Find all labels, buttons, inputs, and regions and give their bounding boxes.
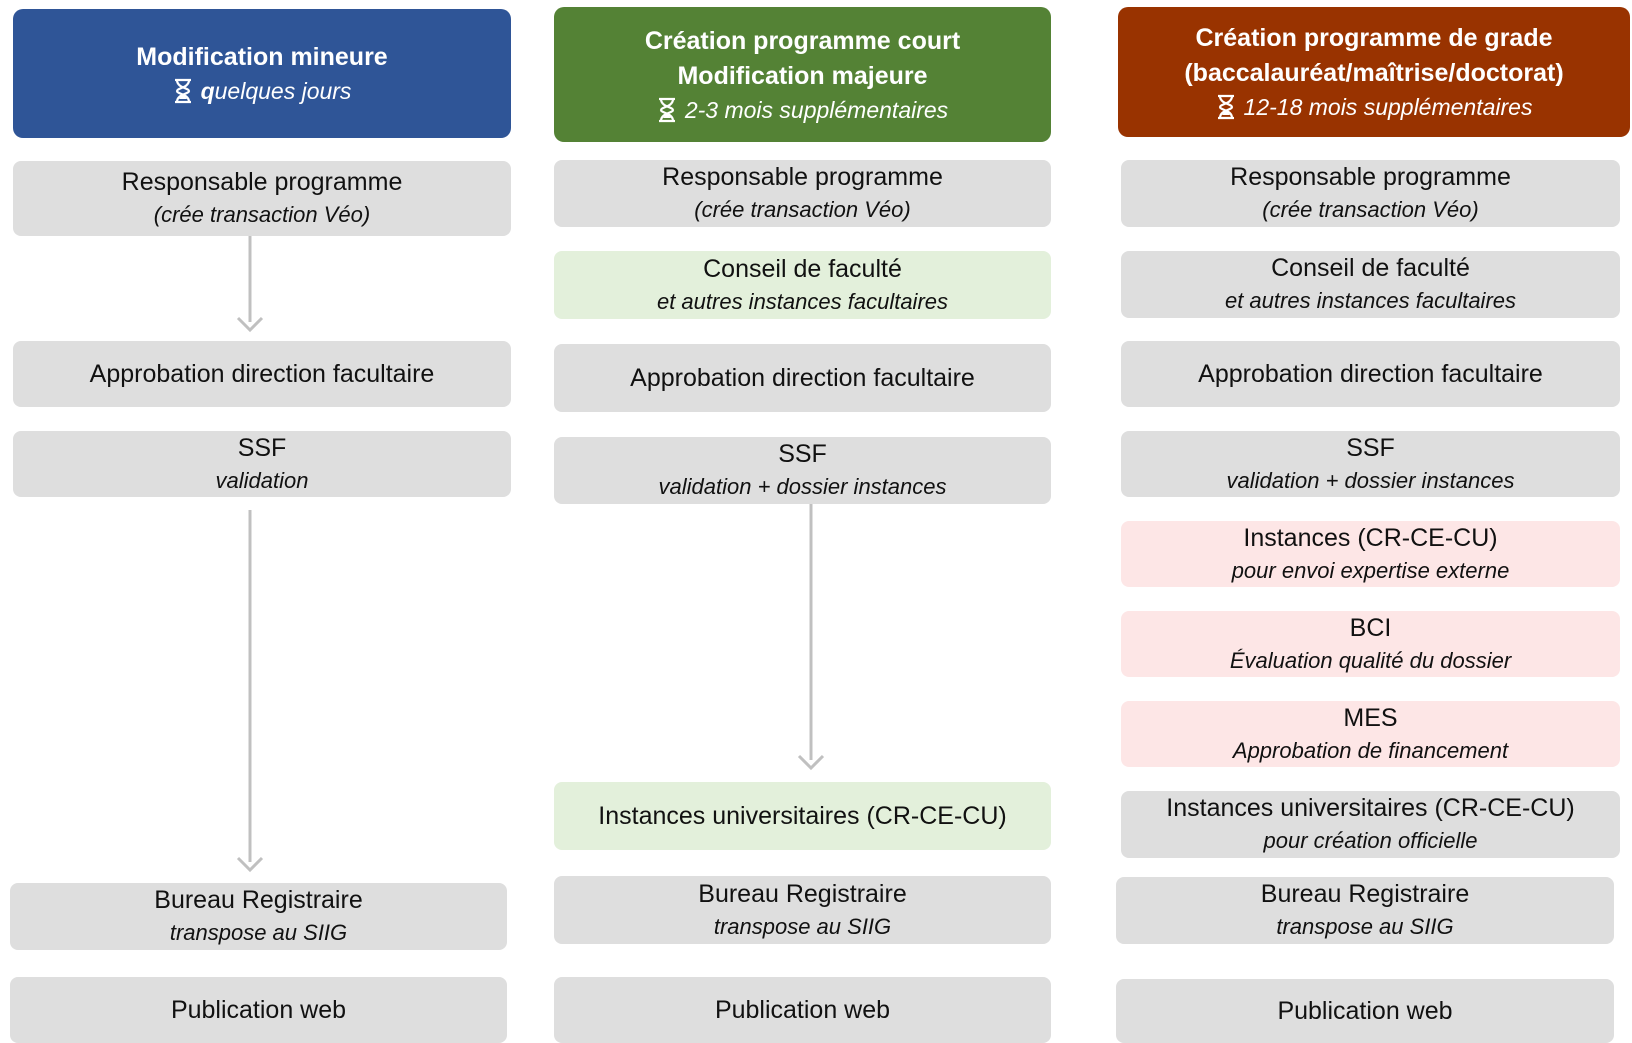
step-title: Bureau Registraire (1260, 880, 1470, 908)
header-title-line1: Création programme court (644, 26, 961, 55)
step-approbation-direction: Approbation direction facultaire (554, 344, 1051, 412)
step-title: Conseil de faculté (1271, 254, 1470, 282)
step-responsable-programme: Responsable programme (crée transaction … (13, 161, 511, 236)
step-instances-expertise: Instances (CR-CE-CU) pour envoi expertis… (1121, 521, 1620, 587)
step-title: Instances universitaires (CR-CE-CU) (1166, 794, 1575, 822)
step-subtitle: validation + dossier instances (658, 474, 947, 499)
step-title: Responsable programme (1230, 163, 1511, 191)
duration-text: 2-3 mois supplémentaires (684, 96, 949, 123)
step-subtitle: transpose au SIIG (713, 913, 892, 939)
step-title: Approbation direction facultaire (630, 363, 975, 392)
arrow-col1-top-head (236, 316, 264, 333)
header-title-line1: Création programme de grade (1195, 24, 1553, 52)
header-duration: 12-18 mois supplémentaires (1216, 91, 1533, 123)
step-title: Bureau Registraire (698, 879, 907, 908)
step-title: Responsable programme (662, 163, 943, 191)
header-creation-programme-court: Création programme court Modification ma… (554, 7, 1051, 142)
step-title: Bureau Registraire (154, 886, 363, 914)
step-ssf: SSF validation (13, 431, 511, 497)
step-conseil-faculte: Conseil de faculté et autres instances f… (1121, 251, 1620, 318)
step-subtitle: Approbation de financement (1232, 737, 1509, 763)
step-title: Publication web (170, 995, 347, 1024)
step-title: Approbation direction facultaire (89, 359, 435, 388)
step-bureau-registraire: Bureau Registraire transpose au SIIG (10, 883, 507, 950)
header-title: Modification mineure (136, 43, 388, 71)
step-bci: BCI Évaluation qualité du dossier (1121, 611, 1620, 677)
step-responsable-programme: Responsable programme (crée transaction … (554, 160, 1051, 227)
step-publication-web: Publication web (1116, 979, 1614, 1043)
step-ssf: SSF validation + dossier instances (554, 437, 1051, 504)
step-subtitle: validation (215, 467, 309, 493)
step-title: Conseil de faculté (703, 254, 902, 283)
arrow-col1-bottom-head (236, 856, 264, 873)
step-title: SSF (237, 433, 287, 462)
duration-bold: q (200, 78, 215, 104)
step-title: Publication web (714, 995, 891, 1024)
step-ssf: SSF validation + dossier instances (1121, 431, 1620, 497)
step-title: Publication web (1277, 996, 1453, 1025)
header-title-line2: Modification majeure (677, 61, 928, 90)
step-subtitle: validation + dossier instances (1226, 467, 1515, 493)
step-title: BCI (1349, 613, 1392, 642)
step-publication-web: Publication web (10, 977, 507, 1043)
header-modification-mineure: Modification mineure quelques jours (13, 9, 511, 138)
step-subtitle: (crée transaction Véo) (1262, 197, 1479, 222)
step-subtitle: et autres instances facultaires (1224, 288, 1517, 313)
step-publication-web: Publication web (554, 977, 1051, 1043)
hourglass-icon (1216, 94, 1236, 120)
step-mes: MES Approbation de financement (1121, 701, 1620, 767)
step-title: Responsable programme (121, 168, 403, 196)
step-subtitle: pour envoi expertise externe (1231, 557, 1510, 583)
header-duration: quelques jours (173, 75, 352, 107)
step-subtitle: Évaluation qualité du dossier (1229, 647, 1512, 673)
step-instances-universitaires: Instances universitaires (CR-CE-CU) pour… (1121, 791, 1620, 858)
step-subtitle: et autres instances facultaires (656, 288, 949, 314)
step-approbation-direction: Approbation direction facultaire (1121, 341, 1620, 407)
hourglass-icon (657, 97, 677, 123)
step-title: Instances (CR-CE-CU) (1243, 523, 1498, 552)
step-responsable-programme: Responsable programme (crée transaction … (1121, 160, 1620, 227)
step-title: MES (1343, 703, 1398, 732)
step-title: SSF (1346, 433, 1395, 462)
step-subtitle: (crée transaction Véo) (694, 197, 911, 222)
step-title: Approbation direction facultaire (1198, 359, 1543, 388)
step-subtitle: transpose au SIIG (169, 920, 348, 945)
header-creation-programme-grade: Création programme de grade (baccalauréa… (1118, 7, 1630, 137)
header-title-line2: (baccalauréat/maîtrise/doctorat) (1184, 59, 1564, 87)
duration-text: 12-18 mois supplémentaires (1243, 94, 1533, 120)
step-bureau-registraire: Bureau Registraire transpose au SIIG (554, 876, 1051, 944)
header-duration: 2-3 mois supplémentaires (657, 94, 948, 126)
arrow-col2-head (797, 754, 825, 771)
hourglass-icon (173, 78, 193, 104)
step-bureau-registraire: Bureau Registraire transpose au SIIG (1116, 877, 1614, 944)
step-subtitle: pour création officielle (1263, 828, 1478, 853)
step-instances-universitaires: Instances universitaires (CR-CE-CU) (554, 782, 1051, 850)
step-subtitle: transpose au SIIG (1276, 914, 1454, 939)
step-title: Instances universitaires (CR-CE-CU) (598, 801, 1007, 830)
step-subtitle: (crée transaction Véo) (153, 202, 371, 227)
step-conseil-faculte: Conseil de faculté et autres instances f… (554, 251, 1051, 319)
duration-rest: uelques jours (214, 78, 352, 104)
step-approbation-direction: Approbation direction facultaire (13, 341, 511, 407)
step-title: SSF (778, 440, 827, 468)
